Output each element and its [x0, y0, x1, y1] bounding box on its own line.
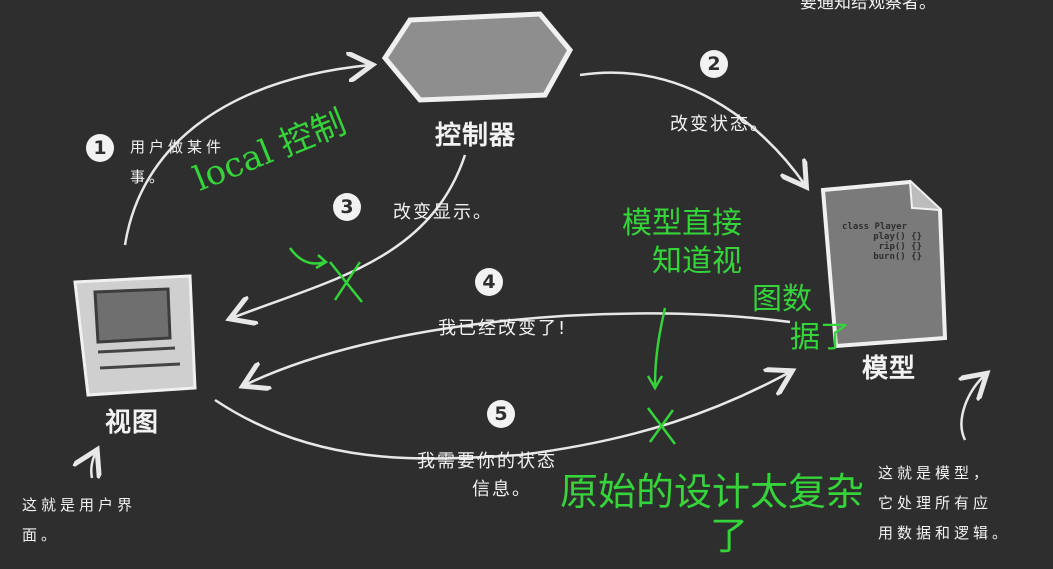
controller-label: 控制器 — [435, 121, 517, 151]
top-cut-text: 要通知给观察者。 — [800, 0, 936, 13]
model-direct-line: 图数 — [752, 282, 812, 317]
green-arrow-local — [288, 247, 329, 270]
model-note-line: 用数据和逻辑。 — [878, 524, 1012, 542]
model-note-line: 这就是模型， — [878, 464, 993, 482]
step-3-number: 3 — [333, 193, 361, 221]
step-2-number: 2 — [700, 50, 728, 78]
handwritten-original-design: 原始的设计太复杂 了 — [560, 470, 864, 558]
step-1-line: 事。 — [130, 168, 169, 186]
arrow-5 — [214, 372, 790, 460]
code-line: play() {} — [873, 232, 922, 242]
view-note-line: 这就是用户界 — [22, 496, 137, 514]
green-cross-3 — [329, 261, 363, 303]
model-code: class Player play() {} rip() {} burn() {… — [842, 222, 922, 262]
view-label: 视图 — [105, 408, 160, 438]
model-direct-line: 据了 — [790, 320, 850, 355]
step-2-text: 改变状态。 — [670, 114, 770, 135]
model-note-line: 它处理所有应 — [878, 494, 993, 512]
step-5-number: 5 — [487, 400, 515, 428]
step-5-line: 我需要你的状态 — [417, 451, 557, 472]
model-label: 模型 — [862, 354, 917, 384]
step-5-line: 信息。 — [472, 479, 532, 500]
green-cross-5 — [647, 407, 676, 445]
model-direct-line: 模型直接 — [622, 206, 742, 241]
view-monitor-icon — [73, 274, 197, 397]
model-direct-line: 知道视 — [652, 244, 742, 279]
arrow-1 — [123, 65, 370, 246]
model-note: 这就是模型， 它处理所有应 用数据和逻辑。 — [878, 458, 1011, 548]
step-1-line: 用户做某件 — [130, 138, 226, 156]
code-line: class Player — [842, 222, 908, 232]
view-note: 这就是用户界 面。 — [22, 490, 136, 550]
code-line: rip() {} — [878, 242, 922, 252]
code-line: burn() {} — [873, 252, 922, 262]
step-3-text: 改变显示。 — [393, 202, 493, 223]
original-design-line: 原始的设计太复杂 — [560, 470, 865, 514]
model-document-icon — [820, 179, 948, 349]
arrow-3 — [232, 154, 467, 318]
step-5-text: 我需要你的状态 信息。 — [417, 448, 557, 504]
handwritten-model-direct: 模型直接 知道视 图数 据了 — [622, 205, 850, 357]
step-1-number: 1 — [86, 134, 114, 162]
original-design-line: 了 — [710, 514, 749, 558]
view-note-line: 面。 — [22, 526, 61, 544]
step-4-number: 4 — [475, 268, 503, 296]
step-1-text: 用户做某件 事。 — [130, 132, 225, 192]
arrow-2 — [579, 71, 805, 185]
arrow-model-note — [962, 375, 985, 441]
arrow-view-note — [91, 452, 96, 478]
arrow-4 — [245, 312, 791, 385]
step-4-text: 我已经改变了! — [438, 318, 568, 339]
green-arrow-model — [646, 307, 667, 391]
controller-shape — [381, 11, 574, 103]
